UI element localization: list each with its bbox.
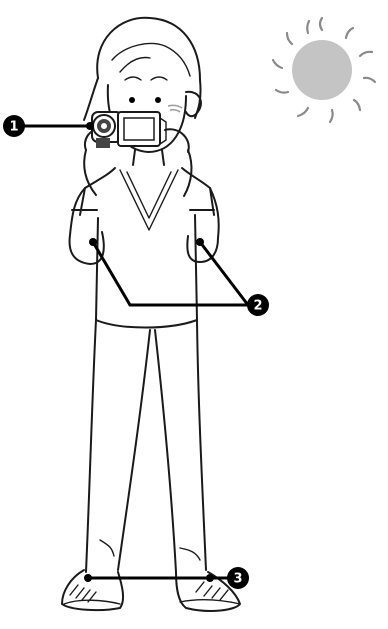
marker-2: 2 (247, 294, 269, 316)
marker-3-label: 3 (233, 572, 242, 587)
person-figure (61, 16, 241, 612)
marker-1: 1 (3, 115, 25, 137)
left-leg (85, 319, 97, 573)
marker-1-label: 1 (9, 120, 18, 135)
sun-rays (271, 16, 377, 124)
camcorder-icon (91, 111, 167, 148)
callout-line-2 (91, 240, 250, 307)
ear (185, 90, 202, 118)
marker-2-label: 2 (253, 299, 262, 314)
sun-icon (271, 16, 377, 124)
left-shoe (61, 569, 125, 612)
right-arm (186, 187, 220, 263)
right-hand (164, 128, 190, 153)
right-leg (196, 319, 207, 571)
left-arm (68, 187, 105, 265)
marker-3: 3 (227, 567, 249, 589)
v-neck (119, 169, 179, 231)
right-shoe (175, 571, 241, 612)
